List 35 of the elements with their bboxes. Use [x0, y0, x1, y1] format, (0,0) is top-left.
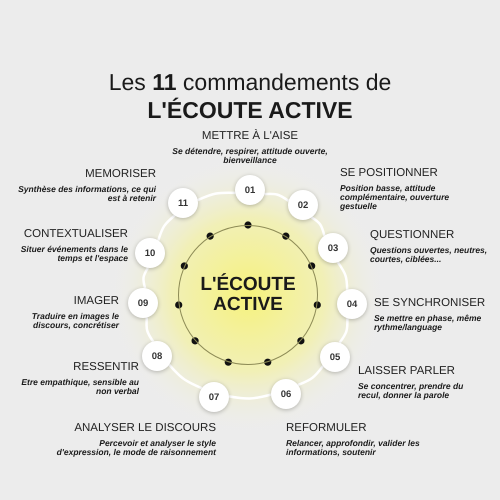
step-description: Se détendre, respirer, attitude ouverte, bienveillance	[171, 147, 329, 165]
step-heading: MEMORISER	[84, 167, 156, 181]
step-heading: LAISSER PARLER	[358, 364, 456, 378]
connector-line	[338, 318, 349, 344]
step-heading: IMAGER	[72, 294, 119, 308]
step-description: Position basse, attitude complémentaire, ouverture gestuelle	[340, 184, 450, 211]
step-description: Relancer, approfondir, valider les informations, soutenir	[286, 439, 421, 457]
connector-line	[145, 317, 154, 342]
connector-line	[298, 365, 324, 386]
step-description: Percevoir et analyser le style d'expression, le mode de raisonnement	[56, 439, 216, 457]
step-description: Etre empathique, sensible au non verbal	[20, 378, 139, 396]
center-circle: L'ÉCOUTE ACTIVE	[178, 225, 318, 365]
step-description: Situer événements dans le temps et l'espace	[20, 245, 128, 263]
connector-line	[310, 216, 326, 236]
step-heading: REFORMULER	[286, 421, 368, 435]
step-heading: METTRE À L'AISE	[200, 129, 300, 143]
step-description: Se concentrer, prendre du recul, donner la parole	[358, 382, 464, 400]
step-description: Se mettre en phase, même rythme/language	[374, 314, 482, 332]
step-heading: RESSENTIR	[72, 360, 139, 374]
title: Les 11 commandements de L'ÉCOUTE ACTIVE	[108, 68, 392, 124]
connector-line	[228, 393, 272, 400]
step-heading: CONTEXTUALISER	[22, 227, 128, 241]
step-heading: QUESTIONNER	[370, 228, 456, 242]
step-heading: SE POSITIONNER	[340, 166, 439, 180]
step-heading: SE SYNCHRONISER	[374, 296, 486, 310]
step-description: Synthèse des informations, ce qui est à retenir	[17, 185, 156, 203]
connector-line	[264, 192, 290, 202]
connector-line	[197, 191, 236, 202]
step-description: Questions ouvertes, neutres, courtes, ciblées...	[370, 246, 488, 264]
connector-line	[157, 214, 176, 241]
connector-line	[142, 267, 149, 288]
connector-line	[168, 364, 202, 390]
connector-line	[336, 261, 348, 290]
step-description: Traduire en images le discours, concrétiser	[30, 312, 119, 330]
step-heading: ANALYSER LE DISCOURS	[73, 421, 216, 435]
